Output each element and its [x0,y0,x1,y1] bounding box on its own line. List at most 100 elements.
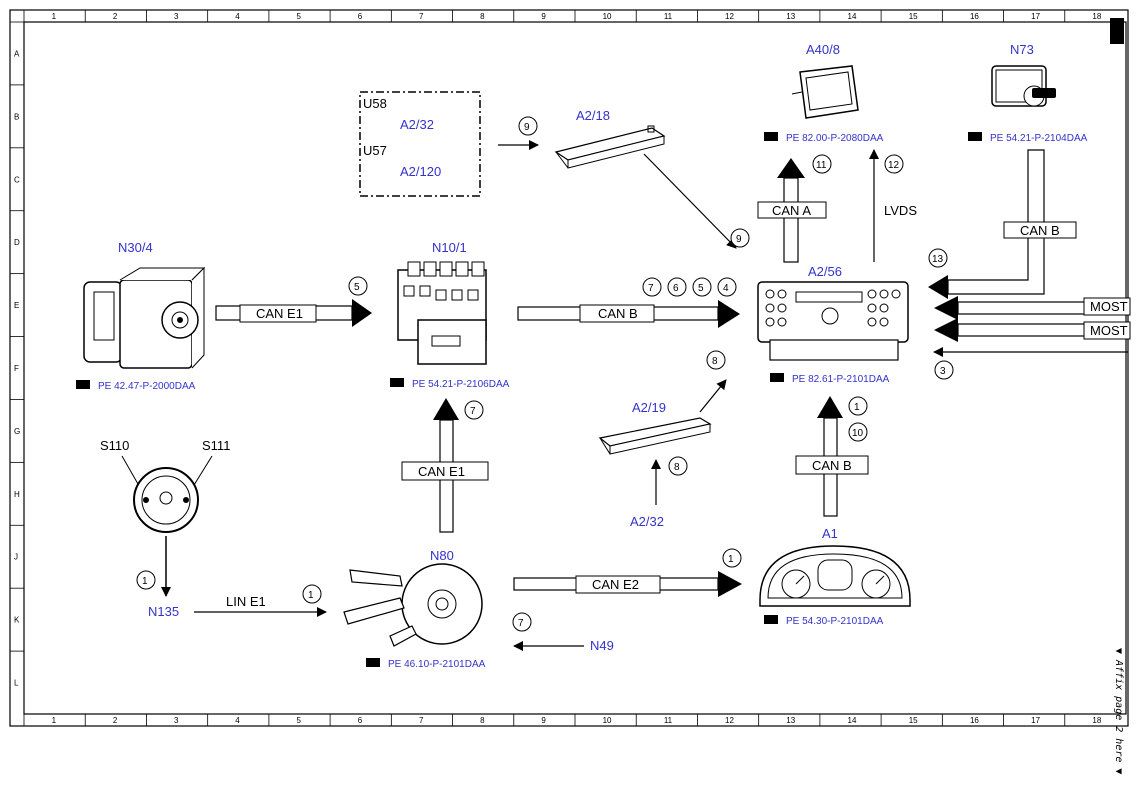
marker-5-left: 5 [348,276,368,296]
svg-text:8: 8 [674,462,680,473]
svg-text:1: 1 [308,590,314,601]
pointing-hand-icon [390,378,404,387]
svg-text:CAN B: CAN B [812,458,852,473]
grid-column-label: 14 [848,716,857,725]
grid-column-label: 12 [725,12,734,21]
grid-column-label: 6 [358,716,363,725]
grid-column-label: 8 [480,716,485,725]
lin-e1-label: LIN E1 [226,594,266,609]
grid-row-label: L [14,679,19,688]
marker-1-can-e2: 1 [722,548,742,568]
most-bus-2: MOST [934,318,1131,342]
n49-label: N49 [590,638,614,653]
marker-8-b: 8 [668,456,688,476]
svg-text:12: 12 [888,160,900,171]
marker-1-n135: 1 [136,570,156,590]
svg-text:A40/8: A40/8 [806,42,840,57]
svg-text:1: 1 [142,576,148,587]
grid-column-label: 3 [174,12,179,21]
grid-column-label: 18 [1092,12,1101,21]
svg-text:CAN B: CAN B [1020,223,1060,238]
svg-text:3: 3 [940,366,946,377]
grid-column-label: 9 [541,12,546,21]
svg-text:10: 10 [852,428,864,439]
grid-row-label: A [14,49,20,58]
grid-row-label: D [14,238,20,247]
svg-text:9: 9 [736,234,742,245]
can-e1-vertical-bus: CAN E1 [401,398,489,533]
grid-column-label: 17 [1031,716,1040,725]
svg-text:A2/32: A2/32 [400,117,434,132]
radio-button-knob [777,303,787,313]
svg-text:5: 5 [698,283,704,294]
a2-18-arrow [643,153,737,249]
drawing-frame [9,9,1129,727]
radio-button-knob [891,289,901,299]
marker-12: 12 [884,154,904,174]
svg-text:11: 11 [816,160,827,171]
n73-module: N73 [991,42,1056,107]
marker-7-n10: 7 [464,400,484,420]
a1-cluster: A1 [759,526,911,607]
svg-text:1: 1 [854,402,860,413]
marker-9-a: 9 [518,116,538,136]
radio-button-knob [867,317,877,327]
svg-text:S111: S111 [202,438,230,453]
grid-column-label: 2 [113,716,118,725]
grid-column-label: 7 [419,716,424,725]
svg-text:N10/1: N10/1 [432,240,467,255]
svg-text:7: 7 [518,618,524,629]
svg-text:CAN B: CAN B [598,306,638,321]
grid-column-label: 13 [786,716,795,725]
grid-column-label: 1 [52,12,57,21]
svg-text:5: 5 [354,282,360,293]
svg-text:CAN A: CAN A [772,203,811,218]
can-e2-bus: CAN E2 [513,571,742,597]
n10-1-ref: PE 54.21-P-2106DAA [390,378,510,390]
svg-text:CAN E2: CAN E2 [592,577,639,592]
marker-1-lin: 1 [302,584,322,604]
n135-label: N135 [148,604,179,619]
grid-column-label: 9 [541,716,546,725]
n30-4-label: N30/4 [118,240,153,255]
n30-4-module: N30/4 [83,240,206,369]
grid-column-label: 4 [235,716,240,725]
svg-text:A2/120: A2/120 [400,164,441,179]
grid-column-label: 16 [970,12,979,21]
grid-row-label: H [14,490,20,499]
grid-column-label: 16 [970,716,979,725]
can-b-right-bus: CAN B [928,149,1077,299]
a2-19-arrow [699,379,727,413]
radio-button-knob [777,289,787,299]
grid-column-label: 7 [419,12,424,21]
svg-text:9: 9 [524,122,530,133]
grid-row-label: K [14,616,20,625]
grid-column-label: 8 [480,12,485,21]
svg-text:A1: A1 [822,526,838,541]
radio-button-knob [765,289,775,299]
grid-column-label: 11 [664,12,673,21]
pointing-hand-icon [770,373,784,382]
radio-button-knob [879,303,889,313]
grid-column-label: 1 [52,716,57,725]
svg-text:CAN E1: CAN E1 [418,464,465,479]
svg-text:1: 1 [728,554,734,565]
marker-8-a: 8 [706,350,726,370]
svg-text:A2/56: A2/56 [808,264,842,279]
grid-column-label: 18 [1092,716,1101,725]
a2-56-buttons [765,289,901,327]
grid-column-label: 13 [786,12,795,21]
grid-column-label: 10 [603,12,612,21]
a2-18-module: A2/18 [554,108,666,169]
svg-text:A2/19: A2/19 [632,400,666,415]
grid-column-label: 11 [664,716,673,725]
marker-10: 10 [848,422,868,442]
most-bus-1: MOST [934,296,1131,320]
grid-column-label: 17 [1031,12,1040,21]
svg-text:4: 4 [723,283,729,294]
pointing-hand-icon [764,132,778,141]
radio-button-knob [765,303,775,313]
grid-row-label: B [14,112,19,121]
a2-56-ref: PE 82.61-P-2101DAA [770,373,890,385]
pointing-hand-icon [968,132,982,141]
